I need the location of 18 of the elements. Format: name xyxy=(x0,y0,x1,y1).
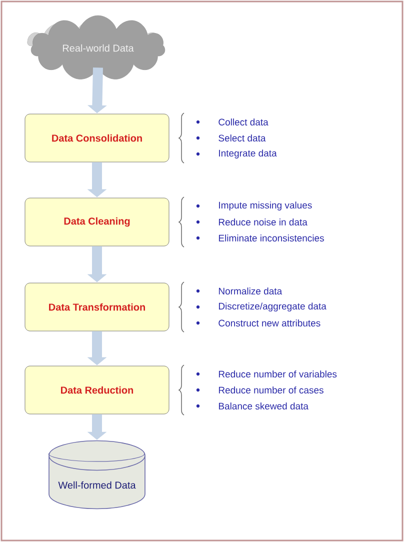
bullet-text: Normalize data xyxy=(218,288,282,294)
process-box: Data Cleaning xyxy=(24,198,170,246)
bullet-text: Impute missing values xyxy=(219,202,312,210)
process-box: Data Consolidation xyxy=(24,114,170,162)
bullet-text: Discretize/aggregate data xyxy=(218,302,326,312)
bullet-text: Select data xyxy=(218,134,266,142)
process-box: Data Transformation xyxy=(24,282,170,332)
bullet-text: Collect data xyxy=(218,118,268,126)
bullet-text: Integrate data xyxy=(219,150,277,158)
bullet-text: Eliminate inconsistencies xyxy=(218,234,324,242)
bullet-text: Construct new attributes xyxy=(218,320,320,326)
database-cylinder: Well-formed Data xyxy=(48,440,146,510)
bullet-text: Balance skewed data xyxy=(218,402,308,410)
bullet-text: Reduce noise in data xyxy=(218,218,308,226)
bullet-text: Reduce number of variables xyxy=(218,370,337,378)
cloud: Real-world Data xyxy=(27,15,166,80)
process-box: Data Reduction xyxy=(24,366,170,414)
bullet-text: Reduce number of cases xyxy=(218,386,324,394)
